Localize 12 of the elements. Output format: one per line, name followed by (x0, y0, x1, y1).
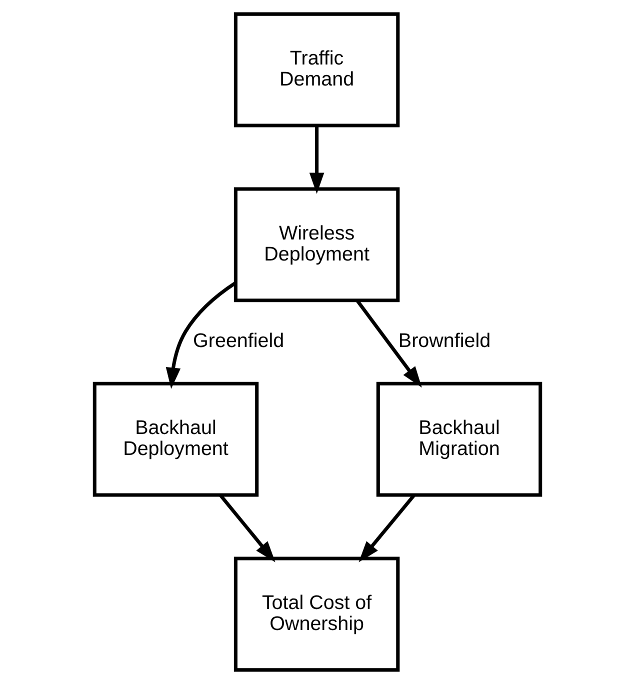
arrow (358, 494, 416, 562)
arrow (355, 300, 422, 388)
arrow (218, 494, 275, 562)
node-box: Traffic Demand (233, 12, 400, 128)
node-box: Total Cost of Ownership (233, 556, 400, 672)
edge-label: Brownfield (398, 330, 490, 352)
node-box: Backhaul Deployment (92, 382, 258, 497)
node-box: Wireless Deployment (233, 187, 400, 302)
arrow (165, 282, 236, 389)
arrow (308, 126, 324, 194)
edge-label: Greenfield (192, 330, 284, 352)
node-box: Backhaul Migration (376, 382, 542, 497)
